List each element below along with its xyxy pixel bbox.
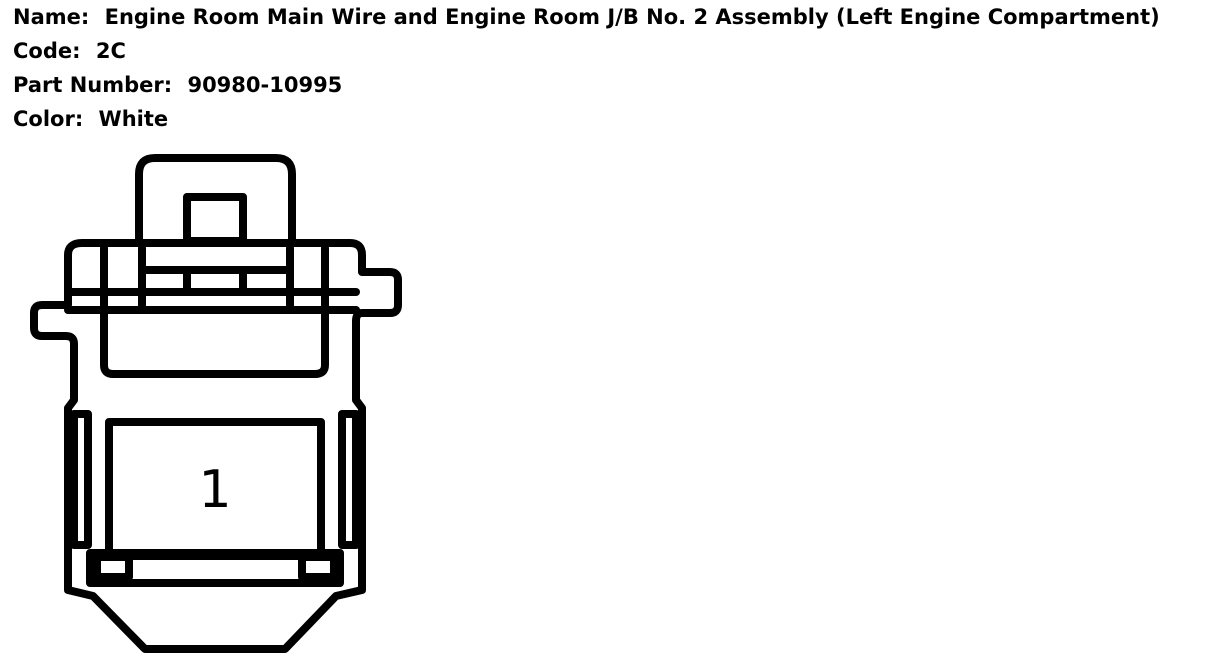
color-row: Color: White: [13, 102, 1160, 136]
pin-label: 1: [198, 460, 231, 520]
name-value: Engine Room Main Wire and Engine Room J/…: [104, 5, 1160, 29]
code-label: Code:: [13, 39, 81, 63]
upper-cavity: [100, 244, 329, 378]
locking-slot-right: [298, 553, 338, 581]
bottom-rail: [86, 549, 344, 587]
name-row: Name: Engine Room Main Wire and Engine R…: [13, 0, 1160, 34]
color-value: White: [98, 107, 169, 131]
part-number-label: Part Number:: [13, 73, 173, 97]
connector-housing: [30, 239, 402, 653]
latch-window: [183, 193, 247, 245]
name-label: Name:: [13, 5, 90, 29]
connector-face-diagram: 1: [30, 154, 402, 653]
locking-slot-left: [93, 553, 133, 581]
code-value: 2C: [95, 39, 126, 63]
color-label: Color:: [13, 107, 84, 131]
code-row: Code: 2C: [13, 34, 1160, 68]
connector-info: Name: Engine Room Main Wire and Engine R…: [13, 0, 1160, 136]
part-number-value: 90980-10995: [187, 73, 343, 97]
latch-tab: [135, 154, 296, 247]
part-number-row: Part Number: 90980-10995: [13, 68, 1160, 102]
left-groove: [70, 410, 92, 549]
right-groove: [338, 410, 360, 549]
